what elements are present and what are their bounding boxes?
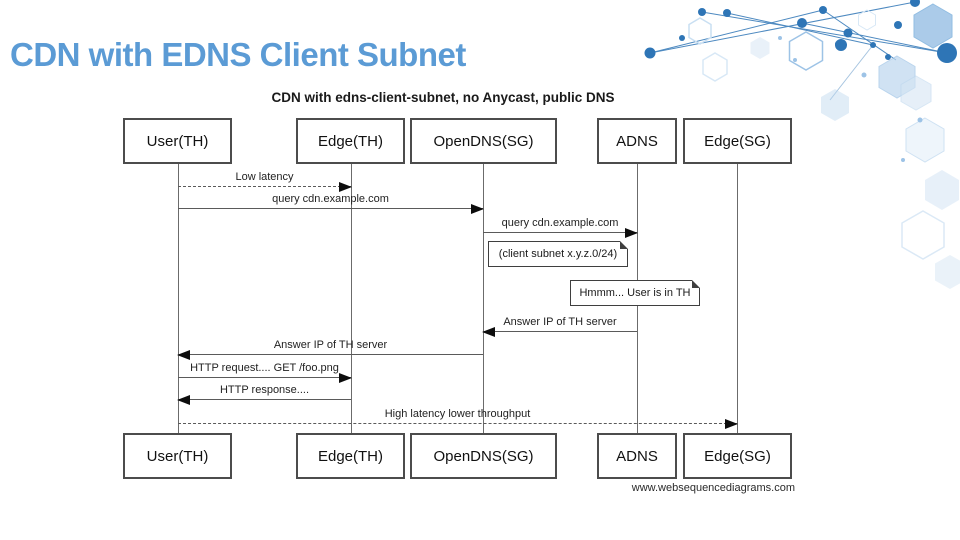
arrowhead-icon: [471, 204, 484, 214]
message-line: [178, 354, 483, 355]
message-7: High latency lower throughput: [178, 406, 738, 429]
message-label: HTTP response....: [219, 384, 310, 396]
actor-box-opendns-sg-top: OpenDNS(SG): [410, 118, 557, 164]
message-6: HTTP response....: [177, 382, 351, 405]
actor-box-opendns-sg-bottom: OpenDNS(SG): [410, 433, 557, 479]
watermark-link: www.websequencediagrams.com: [631, 482, 795, 494]
actor-box-adns-top: ADNS: [597, 118, 677, 164]
arrowhead-icon: [725, 419, 738, 429]
message-line: [483, 331, 637, 332]
actor-box-edge-th-top: Edge(TH): [296, 118, 405, 164]
hexagons: [688, 3, 960, 289]
actor-box-adns-bottom: ADNS: [597, 433, 677, 479]
actor-box-edge-th-bottom: Edge(TH): [296, 433, 405, 479]
message-line: [178, 399, 351, 400]
lifeline-edge-th: [351, 163, 352, 433]
message-4: Answer IP of TH server: [177, 337, 483, 360]
message-1: query cdn.example.com: [178, 191, 484, 214]
network-dots: [644, 0, 957, 63]
message-label: High latency lower throughput: [384, 408, 531, 420]
message-line: [178, 186, 351, 187]
page-title: CDN with EDNS Client Subnet: [10, 36, 466, 74]
message-label: query cdn.example.com: [501, 217, 619, 229]
note-fold-corner: [692, 280, 700, 288]
note-label: (client subnet x.y.z.0/24): [498, 248, 618, 260]
arrowhead-icon: [482, 327, 495, 337]
lifeline-user-th: [178, 163, 179, 433]
note-fold-corner: [620, 241, 628, 249]
arrowhead-icon: [339, 373, 352, 383]
note-1: Hmmm... User is in TH: [570, 280, 700, 306]
note-label: Hmmm... User is in TH: [579, 287, 691, 299]
message-line: [178, 423, 737, 424]
actor-box-edge-sg-bottom: Edge(SG): [683, 433, 792, 479]
message-label: Answer IP of TH server: [503, 316, 617, 328]
arrowhead-icon: [177, 395, 190, 405]
message-line: [178, 377, 351, 378]
arrowhead-icon: [177, 350, 190, 360]
small-dots: [778, 36, 923, 162]
network-lines: [649, 1, 948, 101]
message-3: Answer IP of TH server: [482, 314, 637, 337]
message-label: query cdn.example.com: [272, 193, 389, 205]
note-0: (client subnet x.y.z.0/24): [488, 241, 628, 267]
message-5: HTTP request.... GET /foo.png: [178, 360, 352, 383]
message-label: HTTP request.... GET /foo.png: [190, 362, 339, 374]
actor-box-edge-sg-top: Edge(SG): [683, 118, 792, 164]
message-label: Answer IP of TH server: [273, 339, 388, 351]
message-0: Low latency: [178, 169, 352, 192]
hexagon-network-decoration: [644, 0, 960, 289]
message-line: [178, 208, 483, 209]
actor-box-user-th-bottom: User(TH): [123, 433, 232, 479]
arrowhead-icon: [625, 228, 638, 238]
message-label: Low latency: [235, 171, 294, 183]
message-2: query cdn.example.com: [483, 215, 638, 238]
arrowhead-icon: [339, 182, 352, 192]
diagram-title: CDN with edns-client-subnet, no Anycast,…: [271, 90, 615, 105]
actor-box-user-th-top: User(TH): [123, 118, 232, 164]
lifeline-opendns-sg: [483, 163, 484, 433]
message-line: [483, 232, 637, 233]
lifeline-edge-sg: [737, 163, 738, 433]
